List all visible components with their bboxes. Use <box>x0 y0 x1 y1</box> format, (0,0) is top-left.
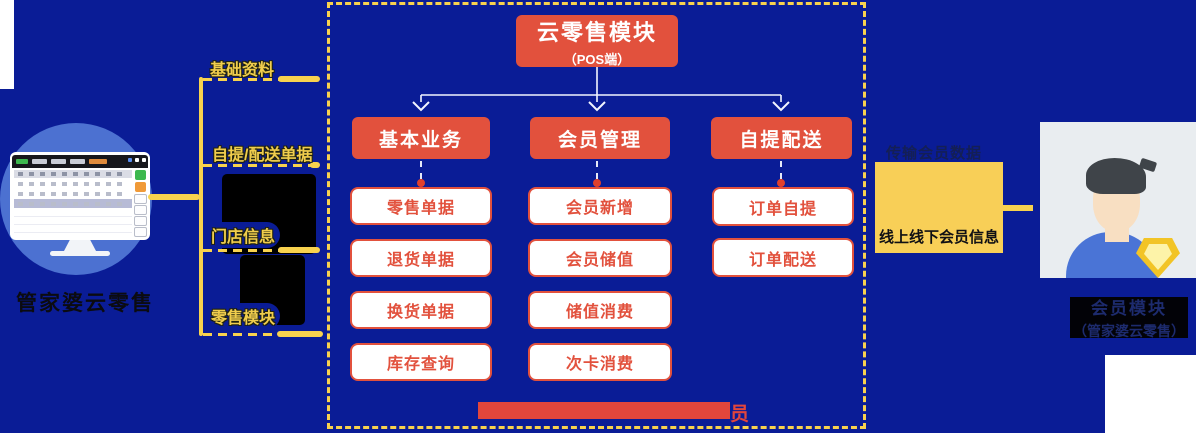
pos-module-frame <box>327 2 866 429</box>
bracket-label-store-info: 门店信息 <box>210 229 275 246</box>
member-info-box: 线上线下会员信息 <box>875 162 1003 253</box>
gray-action-button <box>134 227 147 237</box>
footer-tail-character: 员 <box>730 404 750 425</box>
bracket-line-3-end <box>278 247 320 253</box>
item-retail-doc: 零售单据 <box>350 187 492 225</box>
orange-action-button <box>135 182 146 192</box>
window-icon <box>135 158 139 162</box>
bracket-line-4-end <box>277 331 323 337</box>
bracket-line-1 <box>203 78 279 81</box>
bracket-line-1-end <box>278 76 320 82</box>
member-module-box: 会员模块 （管家婆云零售） <box>1070 297 1188 339</box>
item-stock-query: 库存查询 <box>350 343 492 381</box>
menu-chip-green <box>16 159 28 164</box>
menu-chip <box>70 159 85 164</box>
avatar-hair <box>1086 158 1146 194</box>
bracket-line-3 <box>203 249 279 252</box>
member-module-subtitle: （管家婆云零售） <box>1073 323 1185 339</box>
table-row-selected <box>14 199 132 208</box>
item-exchange-doc: 换货单据 <box>350 291 492 329</box>
left-system-caption: 管家婆云零售 <box>16 292 154 315</box>
menu-chip <box>51 159 66 164</box>
column-drop-dot <box>777 179 785 187</box>
window-icon <box>128 158 132 162</box>
member-module-title: 会员模块 <box>1091 299 1167 318</box>
column-drop-dot <box>593 179 601 187</box>
pos-monitor-illustration <box>10 152 150 240</box>
table-row <box>14 180 132 188</box>
column-header-member-management: 会员管理 <box>530 117 670 159</box>
bracket-label-pickup-delivery-docs: 自提/配送单据 <box>212 147 313 164</box>
retail-module-pill: 零售模块 <box>206 303 280 329</box>
item-punchcard-spend: 次卡消费 <box>528 343 672 381</box>
footer-redaction-bar <box>478 402 730 419</box>
column-drop-line <box>780 161 782 179</box>
top-left-white-strip <box>0 0 14 89</box>
column-header-pickup-delivery: 自提配送 <box>711 117 852 159</box>
member-info-label: 线上线下会员信息 <box>879 229 1000 246</box>
column-drop-line <box>420 161 422 179</box>
item-member-deposit: 会员储值 <box>528 239 672 277</box>
table-empty-rows <box>14 209 132 236</box>
table-header-row <box>14 170 132 178</box>
bracket-label-retail-module: 零售模块 <box>210 310 275 327</box>
item-member-add: 会员新增 <box>528 187 672 225</box>
gray-action-button <box>134 194 147 204</box>
table-row <box>14 190 132 198</box>
window-icon <box>142 158 146 162</box>
member-avatar-illustration <box>1040 122 1196 278</box>
bottom-right-white-strip <box>1105 355 1196 433</box>
transfer-data-label: 传输会员数据 <box>886 145 983 162</box>
item-order-delivery: 订单配送 <box>712 238 854 277</box>
gray-action-button <box>134 216 147 226</box>
bracket-line-4 <box>203 333 278 336</box>
monitor-stand <box>64 240 96 251</box>
pos-module-title-box: 云零售模块 （POS端） <box>516 15 678 67</box>
item-deposit-spend: 储值消费 <box>528 291 672 329</box>
gray-action-button <box>134 205 147 215</box>
info-box-connector-line <box>1003 205 1033 211</box>
bracket-line-2 <box>203 164 311 167</box>
item-return-doc: 退货单据 <box>350 239 492 277</box>
column-header-basic-business: 基本业务 <box>352 117 490 159</box>
green-action-button <box>135 170 146 180</box>
store-info-pill: 门店信息 <box>206 222 280 248</box>
monitor-menubar <box>12 155 148 168</box>
bracket-vertical-line <box>199 77 203 336</box>
monitor-stand-base <box>50 251 110 256</box>
item-order-pickup: 订单自提 <box>712 187 854 226</box>
bracket-line-2-end <box>310 162 320 168</box>
pos-module-title: 云零售模块 <box>536 19 657 45</box>
column-drop-dot <box>417 179 425 187</box>
bracket-label-basic-data: 基础资料 <box>210 62 275 79</box>
menu-chip-orange <box>89 159 107 164</box>
circle-connector-line <box>148 194 200 200</box>
column-drop-line <box>596 161 598 179</box>
pos-module-subtitle: （POS端） <box>563 51 631 67</box>
menu-chip <box>32 159 47 164</box>
